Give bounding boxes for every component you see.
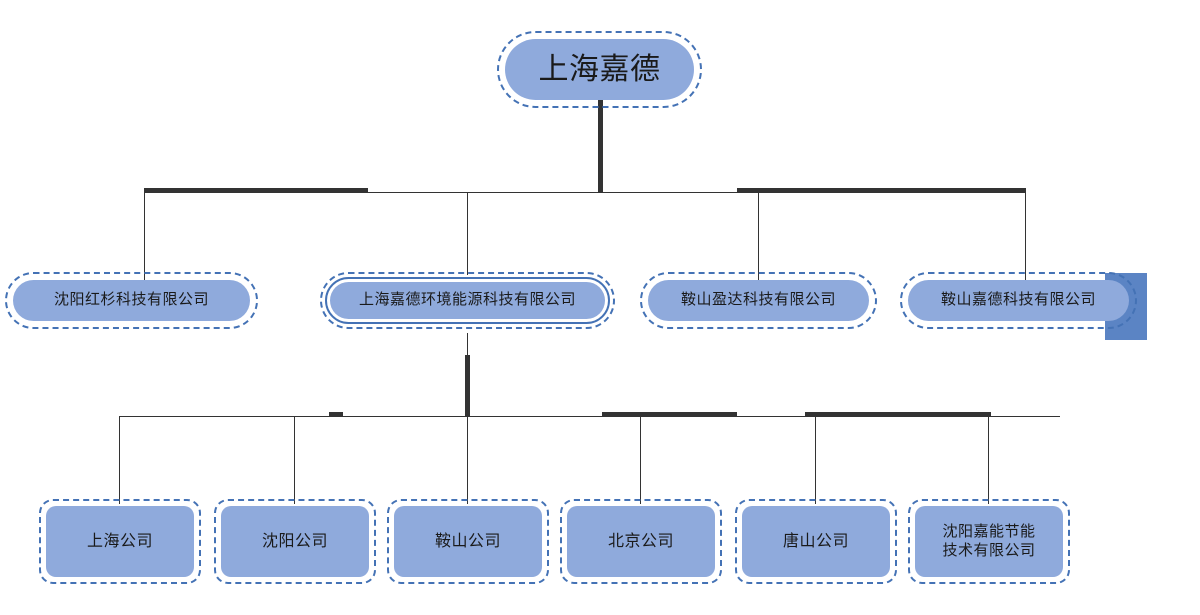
node-tangshan-company-label: 唐山公司: [782, 532, 849, 550]
connector-level2-highlight-b[interactable]: [602, 412, 737, 417]
node-shanghai-company-label: 上海公司: [86, 532, 153, 550]
node-shanghai-jiade-env[interactable]: 上海嘉德环境能源科技有限公司: [330, 282, 605, 319]
node-shenyang-company-label: 沈阳公司: [261, 532, 328, 550]
connector-drop-level2-6[interactable]: [988, 416, 989, 504]
node-beijing-company-label: 北京公司: [607, 532, 674, 550]
node-shenyang-hongshan[interactable]: 沈阳红杉科技有限公司: [13, 280, 250, 321]
connector-level1-bus[interactable]: [144, 192, 1026, 193]
connector-drop-level1-3[interactable]: [758, 192, 759, 280]
node-shenyang-company[interactable]: 沈阳公司: [221, 506, 369, 577]
connector-drop-level1-2[interactable]: [467, 192, 468, 275]
connector-drop-level1-4[interactable]: [1025, 192, 1026, 280]
connector-drop-level2-5[interactable]: [815, 416, 816, 504]
node-root-label: 上海嘉德: [538, 52, 661, 86]
connector-level2-bus-tail[interactable]: [985, 416, 1060, 417]
node-root[interactable]: 上海嘉德: [505, 39, 694, 100]
connector-drop-level2-3[interactable]: [467, 416, 468, 504]
connector-level2-highlight-c[interactable]: [805, 412, 991, 417]
connector-drop-level2-4[interactable]: [640, 416, 641, 504]
connector-root-stem[interactable]: [598, 100, 603, 193]
node-anshan-yingda[interactable]: 鞍山盈达科技有限公司: [648, 280, 869, 321]
node-anshan-company-label: 鞍山公司: [434, 532, 501, 550]
connector-drop-level2-2[interactable]: [294, 416, 295, 504]
node-anshan-jiade[interactable]: 鞍山嘉德科技有限公司: [908, 280, 1129, 321]
node-shenyang-jianeng-label: 沈阳嘉能节能 技术有限公司: [942, 522, 1036, 559]
connector-level2-bus[interactable]: [119, 416, 944, 417]
connector-level2-stem-highlight[interactable]: [465, 355, 470, 417]
node-shanghai-jiade-env-label: 上海嘉德环境能源科技有限公司: [358, 291, 576, 309]
node-anshan-yingda-label: 鞍山盈达科技有限公司: [680, 291, 836, 309]
node-shenyang-jianeng[interactable]: 沈阳嘉能节能 技术有限公司: [915, 506, 1063, 577]
connector-drop-level1-1[interactable]: [144, 192, 145, 280]
node-anshan-jiade-label: 鞍山嘉德科技有限公司: [940, 291, 1096, 309]
node-tangshan-company[interactable]: 唐山公司: [742, 506, 890, 577]
connector-level1-bus-highlight-right[interactable]: [737, 188, 1026, 193]
node-shenyang-hongshan-label: 沈阳红杉科技有限公司: [53, 291, 209, 309]
node-anshan-company[interactable]: 鞍山公司: [394, 506, 542, 577]
connector-drop-level2-1[interactable]: [119, 416, 120, 504]
connector-level1-bus-highlight-left[interactable]: [144, 188, 368, 193]
connector-level2-highlight-a[interactable]: [329, 412, 343, 417]
node-beijing-company[interactable]: 北京公司: [567, 506, 715, 577]
node-shanghai-company[interactable]: 上海公司: [46, 506, 194, 577]
